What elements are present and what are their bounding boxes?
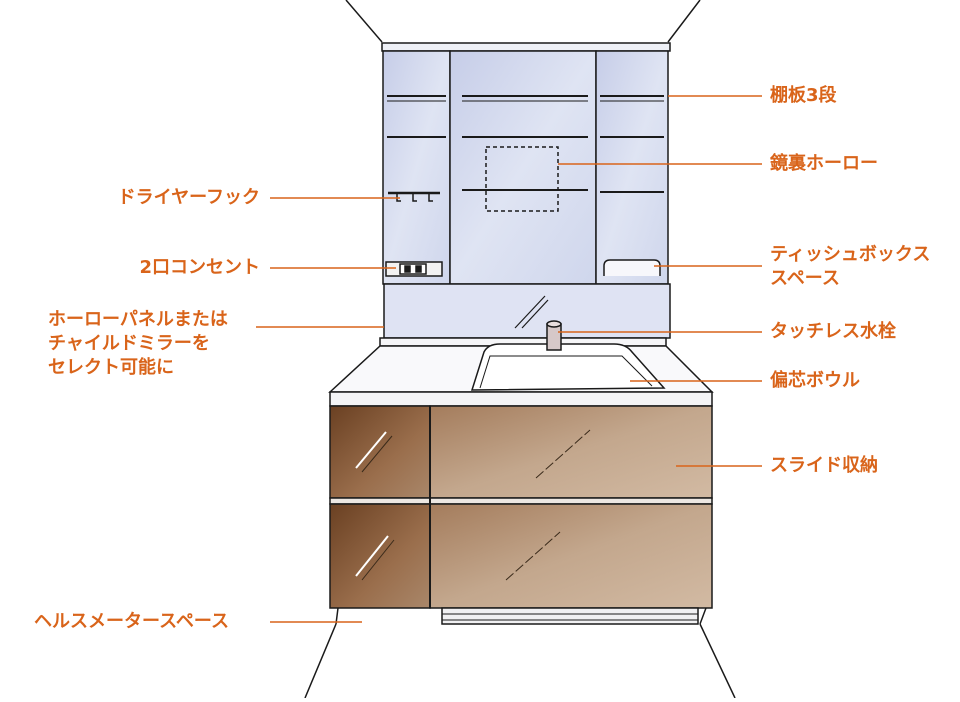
drawer-unit [329, 405, 713, 625]
label-meter: ヘルスメータースペース [34, 611, 229, 632]
label-panel-line-1: ホーローパネルまたは [48, 309, 228, 330]
label-mirror: 鏡裏ホーロー [770, 153, 878, 174]
label-tissue-line-2: スペース [770, 268, 840, 289]
label-bowl: 偏芯ボウル [770, 370, 860, 391]
label-faucet: タッチレス水栓 [770, 321, 896, 342]
label-tissue: ティッシュボックス スペース [770, 243, 930, 291]
mirror-cabinet [381, 42, 671, 285]
room-lines [304, 0, 736, 699]
label-drawer: スライド収納 [770, 455, 878, 476]
label-tissue-line-1: ティッシュボックス [770, 244, 931, 265]
backsplash-panel [383, 283, 671, 339]
label-outlet: 2口コンセント [139, 257, 260, 278]
label-panel: ホーローパネルまたは チャイルドミラーを セレクト可能に [48, 308, 228, 380]
leader-lines [256, 95, 762, 623]
label-panel-line-2: チャイルドミラーを [48, 333, 210, 354]
label-shelf: 棚板3段 [770, 85, 837, 106]
label-dryer-hook: ドライヤーフック [117, 187, 260, 208]
label-panel-line-3: セレクト可能に [48, 357, 174, 378]
counter-bowl [328, 320, 714, 407]
